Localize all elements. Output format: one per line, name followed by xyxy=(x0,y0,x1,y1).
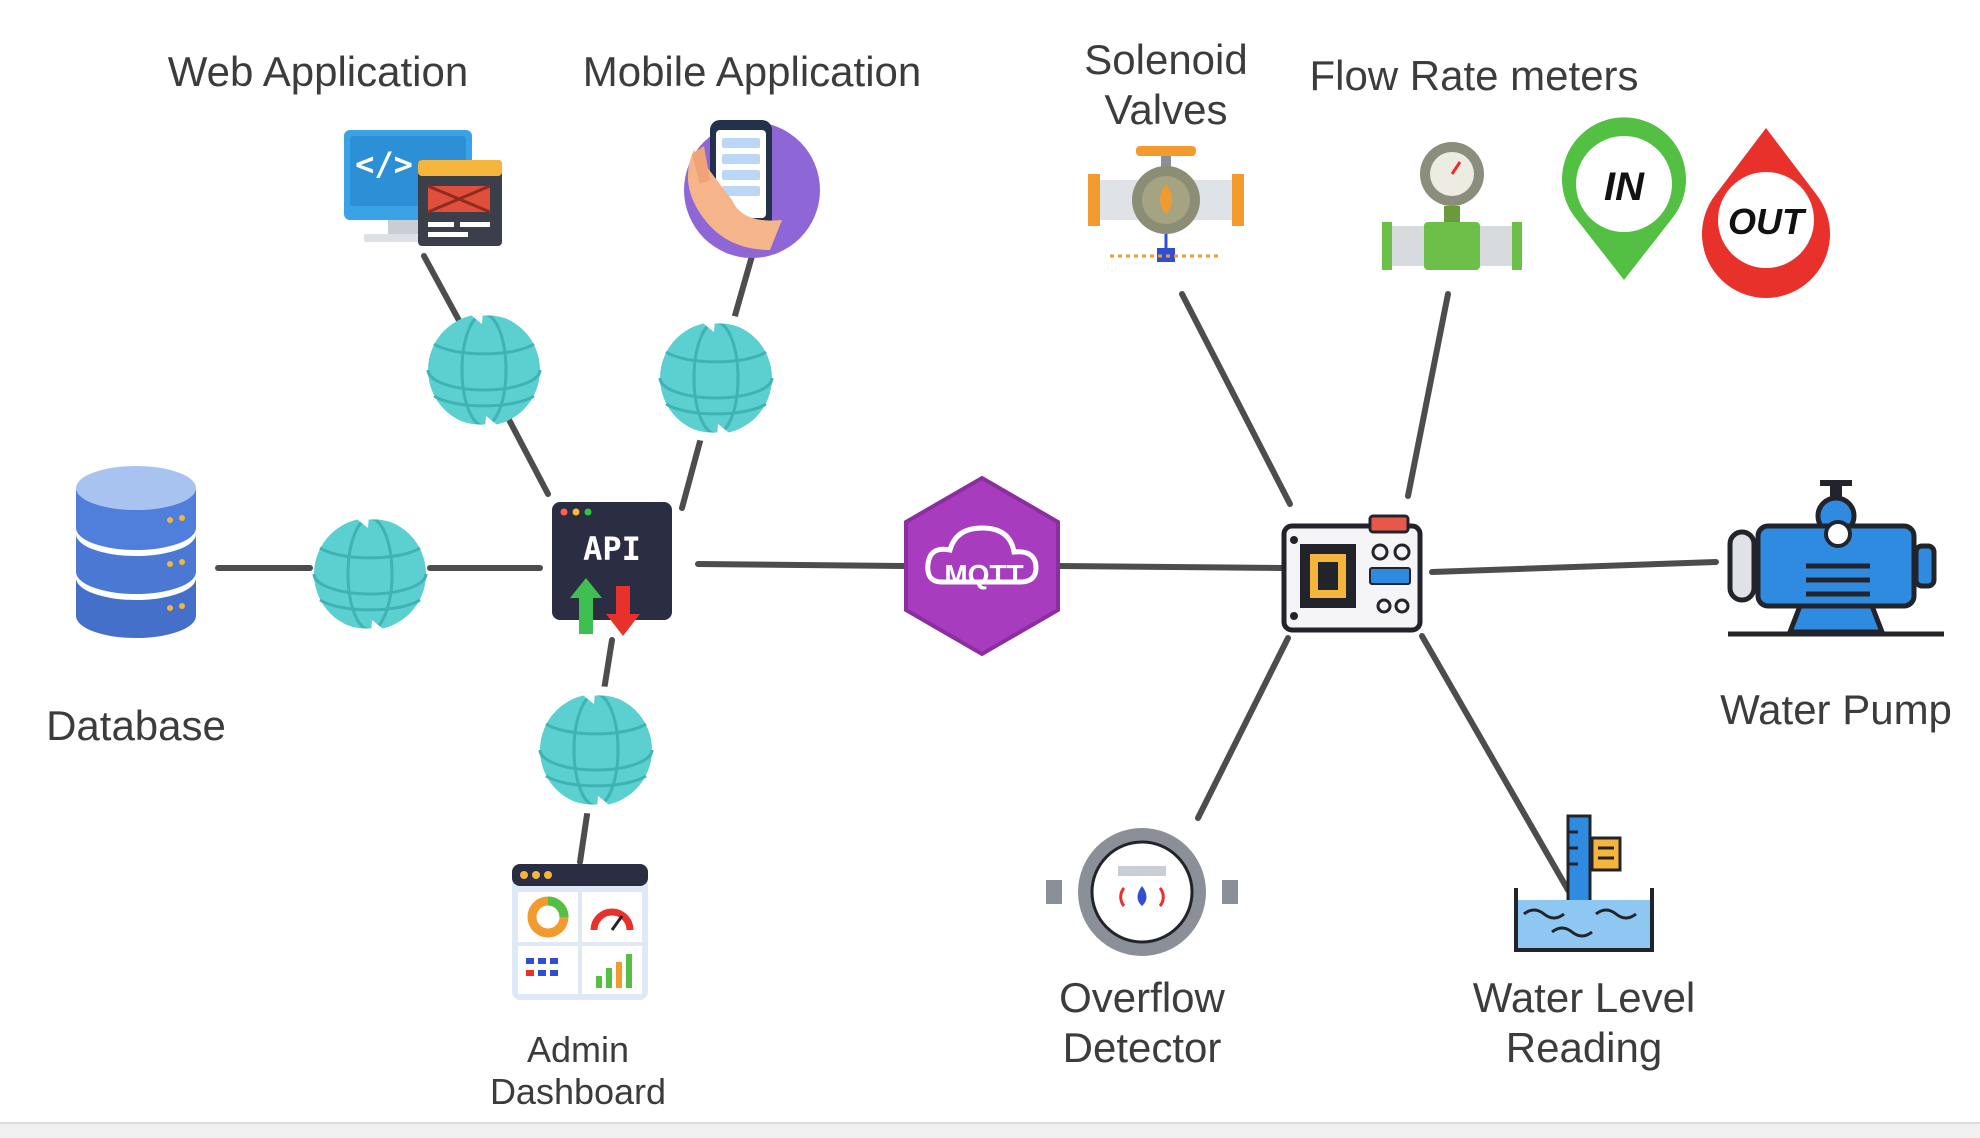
line-controller-waterlevel xyxy=(1419,633,1571,893)
line-mobile-sync-api xyxy=(679,431,705,511)
label-admin-line1: Admin xyxy=(527,1029,629,1070)
label-database: Database xyxy=(46,702,226,749)
label-water-pump: Water Pump xyxy=(1720,686,1952,733)
database-icon xyxy=(76,466,196,638)
flow-in-text: IN xyxy=(1604,165,1645,209)
label-solenoid-line2: Valves xyxy=(1105,86,1228,133)
svg-text:</>: </> xyxy=(355,145,413,183)
mqtt-text: MQTT xyxy=(944,559,1023,590)
flow-meter-icon xyxy=(1382,142,1522,270)
label-mobile-application: Mobile Application xyxy=(583,48,922,95)
admin-dashboard-icon xyxy=(512,864,648,1000)
label-flow-rate-meters: Flow Rate meters xyxy=(1309,52,1638,99)
line-controller-pump xyxy=(1429,559,1719,575)
label-overflow-line1: Overflow xyxy=(1059,974,1225,1021)
label-admin-line2: Dashboard xyxy=(490,1071,666,1112)
sync-globe-icon-database xyxy=(310,502,430,646)
label-waterlevel-line1: Water Level xyxy=(1473,974,1696,1021)
line-api-mqtt xyxy=(695,561,909,569)
solenoid-valve-icon xyxy=(1088,146,1244,262)
line-controller-overflow xyxy=(1195,635,1291,821)
label-web-application: Web Application xyxy=(168,48,468,95)
label-solenoid-line1: Solenoid xyxy=(1084,36,1247,83)
sync-globe-icon-web xyxy=(424,298,544,442)
window-bottom-bar xyxy=(0,1122,1980,1138)
line-mobile-app-sync xyxy=(729,253,755,329)
microcontroller-icon xyxy=(1281,514,1423,633)
line-mqtt-controller xyxy=(1055,563,1287,571)
web-application-icon: </> xyxy=(344,130,502,246)
line-sync-dashboard xyxy=(577,805,591,865)
mqtt-icon: MQTT xyxy=(904,475,1060,657)
label-overflow-line2: Detector xyxy=(1063,1024,1222,1071)
sync-globe-icon-mobile xyxy=(656,306,776,450)
api-icon: API xyxy=(552,502,672,636)
overflow-detector-icon xyxy=(1046,828,1238,956)
line-web-sync-api xyxy=(503,411,551,497)
connections xyxy=(215,253,1719,893)
sync-globe-icon-dashboard xyxy=(536,678,656,822)
flow-out-text: OUT xyxy=(1728,201,1807,242)
line-api-sync-dashboard xyxy=(601,637,615,693)
flow-in-icon: IN xyxy=(1562,117,1686,280)
line-controller-flowmeter xyxy=(1405,291,1451,499)
mobile-application-icon xyxy=(684,120,820,258)
line-web-app-sync xyxy=(421,253,465,329)
api-text: API xyxy=(583,530,641,568)
flow-out-icon: OUT xyxy=(1702,128,1830,298)
line-controller-solenoid xyxy=(1179,291,1293,507)
label-waterlevel-line2: Reading xyxy=(1506,1024,1662,1071)
water-level-icon xyxy=(1514,814,1654,952)
water-pump-icon xyxy=(1727,480,1944,637)
